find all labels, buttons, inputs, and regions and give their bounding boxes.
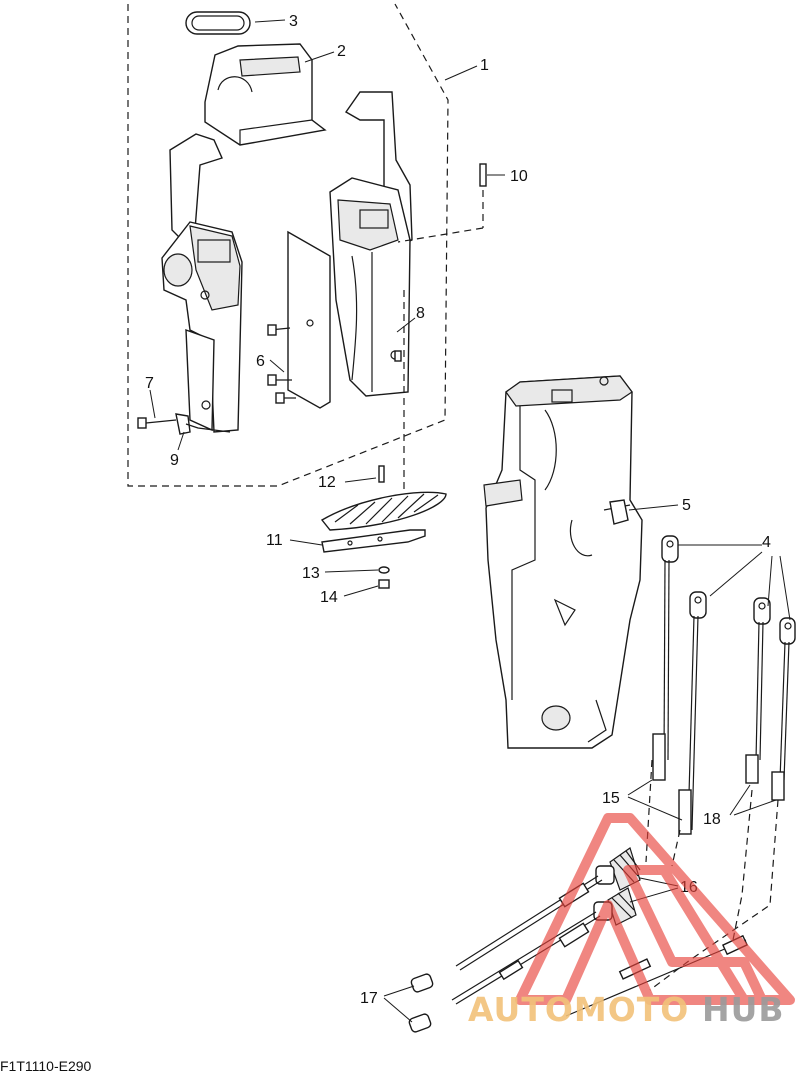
callout-3: 3: [289, 13, 298, 30]
rod-end-part-4-a: [652, 535, 679, 781]
callout-18: 18: [703, 811, 721, 828]
guide-line-a: [645, 759, 653, 863]
cable-end-part-17-a: [410, 973, 434, 993]
callout-1: 1: [480, 57, 489, 74]
callout-17: 17: [360, 990, 378, 1007]
callout-11: 11: [266, 532, 283, 549]
gasket-plate: [320, 491, 447, 531]
clip-part-5: [609, 499, 629, 525]
callout-10: 10: [510, 168, 528, 185]
cable-end-part-17-b: [408, 1013, 432, 1033]
center-plate: [287, 230, 331, 409]
callout-12: 12: [318, 474, 336, 491]
gasket-part-3: [185, 11, 251, 35]
callout-5: 5: [682, 497, 691, 514]
rod-end-part-4-c: [745, 597, 771, 784]
callout-4: 4: [762, 534, 771, 551]
callout-15: 15: [602, 790, 620, 807]
watermark-text-hub: HUB: [702, 990, 785, 1029]
right-control-lever: [329, 91, 413, 397]
pin-part-8: [394, 350, 402, 362]
left-control-lever: [161, 133, 243, 433]
callout-13: 13: [302, 565, 320, 582]
assembly-boundary: [127, 3, 449, 487]
nut-part-14: [378, 579, 390, 589]
pin-part-10: [397, 163, 487, 243]
figure-code: F1T1110-E290: [0, 1058, 92, 1073]
callout-8: 8: [416, 305, 425, 322]
leader-lines: [149, 19, 791, 1023]
guide-line-d: [649, 799, 779, 991]
washer-part-13: [378, 566, 390, 574]
control-cable-b: [451, 911, 601, 1005]
rod-end-part-4-b: [678, 591, 707, 835]
bolt-part-7: [137, 417, 177, 429]
pin-part-12: [378, 465, 385, 483]
callout-7: 7: [145, 375, 154, 392]
screws-part-6: [267, 324, 296, 404]
rod-end-part-4-d: [771, 617, 796, 801]
watermark-triangle-icon: [515, 813, 795, 1005]
callout-6: 6: [256, 353, 265, 370]
callout-9: 9: [170, 452, 179, 469]
callout-2: 2: [337, 43, 346, 60]
callout-14: 14: [320, 589, 338, 606]
watermark-logo: [515, 813, 795, 1005]
fitting-part-9: [175, 413, 231, 435]
control-box-housing: [483, 375, 643, 749]
plate-part-11: [321, 529, 426, 553]
top-cover-part-2: [204, 43, 327, 146]
watermark-text-auto-moto: AUTOMOTO: [468, 990, 689, 1029]
